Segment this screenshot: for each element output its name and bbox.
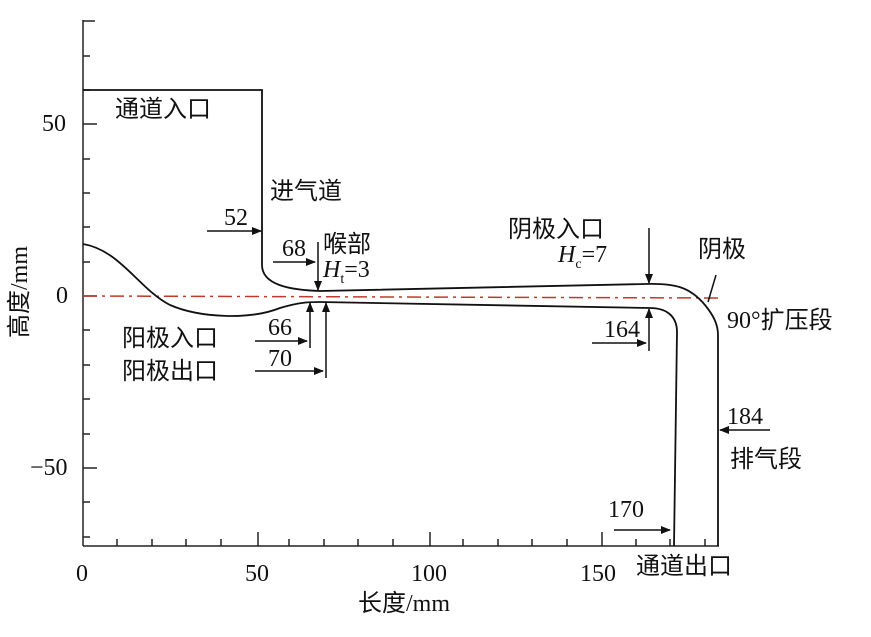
x-tick-150: 150 — [580, 561, 616, 587]
dim-164: 164 — [604, 317, 640, 343]
y-axis-label: 高度/mm — [7, 246, 33, 339]
centerline — [82, 295, 719, 299]
x-tick-0: 0 — [76, 561, 88, 587]
cathode-leader — [707, 274, 717, 303]
y-tick-50: 50 — [42, 111, 66, 137]
channel-outlet-label: 通道出口 — [636, 554, 732, 580]
x-tick-50: 50 — [245, 561, 269, 587]
outer-wall — [83, 89, 719, 546]
throat-height: Ht=3 — [323, 258, 370, 287]
exhaust-label: 排气段 — [730, 447, 802, 473]
hc-sub: c — [575, 256, 582, 272]
cathode-inlet-label: 阴极入口 — [508, 217, 604, 243]
ht-value: =3 — [344, 257, 370, 283]
inner-wall — [82, 243, 678, 547]
y-tick-neg50: −50 — [30, 455, 68, 481]
cathode-label: 阴极 — [698, 237, 746, 263]
dimension-arrows — [207, 227, 770, 534]
anode-inlet-label: 阳极入口 — [122, 326, 218, 352]
cathode-height: Hc=7 — [558, 243, 607, 272]
y-tick-0: 0 — [56, 283, 68, 309]
dim-68: 68 — [282, 236, 306, 262]
dim-184: 184 — [727, 404, 763, 430]
x-tick-100: 100 — [411, 561, 447, 587]
channel-inlet-label: 通道入口 — [115, 97, 211, 123]
hc-symbol: H — [558, 242, 576, 268]
diffuser-label: 90°扩压段 — [727, 308, 833, 334]
intake-label: 进气道 — [270, 179, 342, 205]
x-axis — [83, 532, 719, 547]
x-axis-label: 长度/mm — [358, 591, 451, 617]
dim-170: 170 — [608, 497, 644, 523]
y-axis — [82, 20, 97, 546]
anode-outlet-label: 阳极出口 — [122, 359, 218, 385]
ht-symbol: H — [323, 257, 341, 283]
dim-66: 66 — [268, 315, 292, 341]
throat-label: 喉部 — [323, 232, 371, 258]
dim-52: 52 — [224, 205, 248, 231]
hc-value: =7 — [581, 242, 608, 268]
dim-70: 70 — [268, 346, 292, 372]
ht-sub: t — [340, 271, 345, 287]
